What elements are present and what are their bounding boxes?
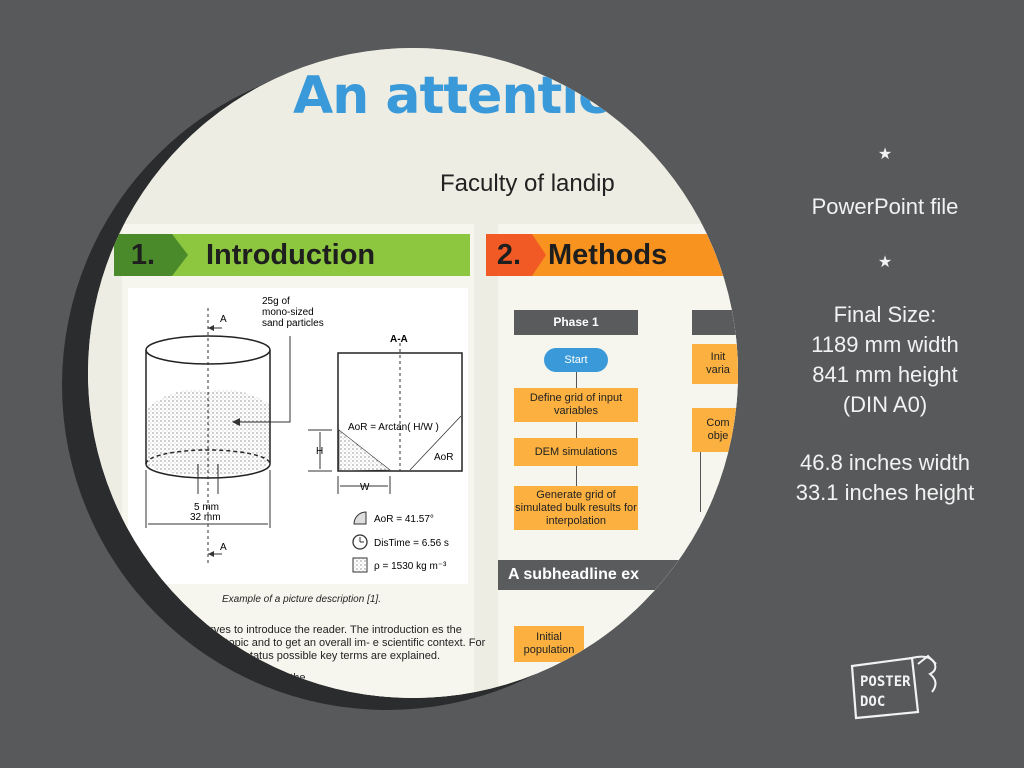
label-a-top: A [220, 314, 227, 325]
posterdoc-logo: POSTER DOC [848, 652, 942, 722]
flow-connector [576, 372, 577, 388]
intro-header: 1. Introduction [114, 234, 470, 276]
star-icon: ★ [877, 254, 893, 271]
flow-box-initial-population: Initial population [514, 626, 584, 662]
final-size-label: Final Size: [833, 302, 937, 327]
poster-subtitle: Faculty of landip [440, 170, 615, 197]
din-format: (DIN A0) [842, 392, 928, 417]
legend-rho: ρ = 1530 kg m⁻³ [374, 561, 447, 572]
methods-header: 2. Methods [486, 234, 738, 276]
poster-title: An attentic [293, 66, 609, 126]
intro-body-1: duction serves to introduce the reader. … [160, 624, 486, 662]
label-5mm: 5 mm [194, 502, 219, 513]
height-inches: 33.1 inches height [795, 480, 975, 505]
flow-connector [576, 422, 577, 438]
flow-box-define-grid: Define grid of input variables [514, 388, 638, 422]
methods-heading: Methods [548, 239, 668, 271]
intro-body-2: nswer the question of why the [160, 672, 306, 684]
phase-2-label [692, 310, 738, 335]
logo-line-1: POSTER [860, 674, 911, 690]
flow-box-generate-grid: Generate grid of simulated bulk results … [514, 486, 638, 530]
final-size-info: Final Size: 1189 mm width 841 mm height … [760, 300, 1010, 508]
figure-caption: Example of a picture description [1]. [222, 594, 381, 605]
flow-connector [700, 452, 701, 512]
intro-heading: Introduction [206, 239, 376, 271]
intro-arrow [172, 234, 188, 276]
label-section: A-A [390, 334, 408, 345]
methods-arrow [532, 234, 546, 276]
phase-1-label: Phase 1 [514, 310, 638, 335]
methods-number: 2. [486, 234, 532, 276]
width-inches: 46.8 inches width [800, 450, 970, 475]
methods-subheadline: A subheadline ex [498, 560, 738, 590]
flow-box-com: Com obje [692, 408, 738, 452]
file-type: PowerPoint file [811, 194, 959, 219]
star-icon: ★ [877, 146, 893, 163]
label-aor: AoR [434, 452, 453, 463]
width-mm: 1189 mm width [811, 332, 959, 357]
label-32mm: 32 mm [190, 512, 221, 523]
flow-start: Start [544, 348, 608, 372]
intro-body: duction serves to introduce the reader. … [160, 624, 490, 685]
magnifier-lens: An attentic Faculty of landip 1. Introdu… [88, 48, 738, 698]
logo-line-2: DOC [860, 694, 885, 710]
label-w: W [360, 482, 370, 493]
label-h: H [316, 446, 323, 457]
height-mm: 841 mm height [812, 362, 958, 387]
flow-box-init: Init varia [692, 344, 738, 384]
intro-number: 1. [114, 234, 172, 276]
legend-aor: AoR = 41.57° [374, 514, 434, 525]
label-aor-formula: AoR = Arctan( H/W ) [348, 422, 439, 433]
posterdoc-logo-icon: POSTER DOC [850, 654, 937, 720]
flow-connector [576, 466, 577, 486]
legend-distime: DisTime = 6.56 s [374, 538, 449, 549]
poster-preview: An attentic Faculty of landip 1. Introdu… [88, 48, 738, 698]
label-a-bottom: A [220, 542, 227, 553]
flow-box-dem: DEM simulations [514, 438, 638, 466]
